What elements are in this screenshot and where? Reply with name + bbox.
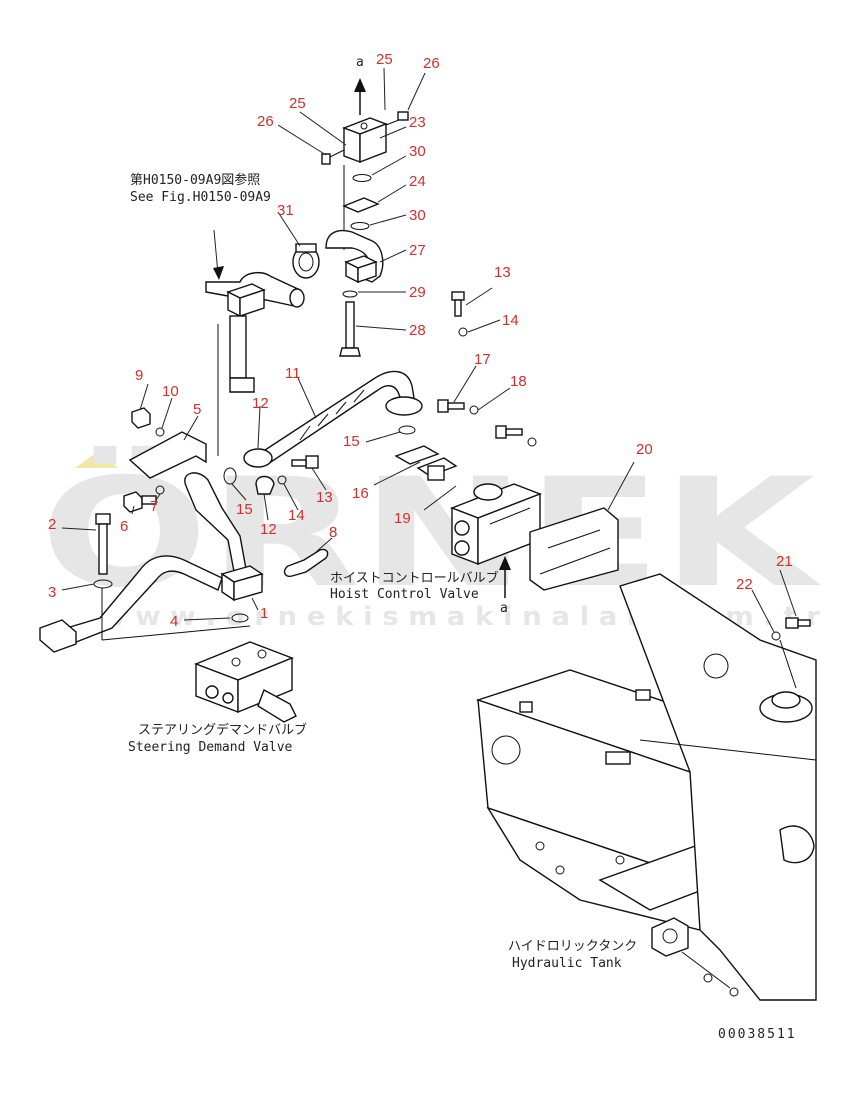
drawing-number: 00038511 xyxy=(718,1027,797,1042)
arrow-bottom: a xyxy=(499,556,511,616)
hoist-caption-en: Hoist Control Valve xyxy=(330,587,479,602)
nut-9 xyxy=(131,407,151,429)
part-number-25a: 25 xyxy=(376,51,393,68)
bolt-21 xyxy=(785,617,811,629)
part-number-27: 27 xyxy=(409,242,426,259)
long-pipe xyxy=(39,472,264,653)
part-number-12b: 12 xyxy=(260,521,277,538)
part-number-25b: 25 xyxy=(289,95,306,112)
bracket-20 xyxy=(529,507,619,591)
clamp-12-lower xyxy=(255,475,275,495)
washer-18 xyxy=(469,405,479,415)
arrow-top-label: a xyxy=(356,55,364,70)
bolt-13-lower xyxy=(291,455,319,469)
part-number-23: 23 xyxy=(409,114,426,131)
bracket-5 xyxy=(128,431,207,479)
frame xyxy=(475,573,817,1001)
o-ring-30a xyxy=(352,174,372,182)
steering-caption-jp: ステアリングデマンドバルブ xyxy=(138,722,307,738)
part-number-13b: 13 xyxy=(316,489,333,506)
arrow-bottom-label: a xyxy=(500,601,508,616)
clamp-31 xyxy=(292,243,320,279)
part-number-13a: 13 xyxy=(494,264,511,281)
part-number-17: 17 xyxy=(474,351,491,368)
part-number-26a: 26 xyxy=(423,55,440,72)
part-number-5: 5 xyxy=(193,401,201,418)
o-ring-30b xyxy=(350,222,370,230)
part-number-31: 31 xyxy=(277,202,294,219)
tank-caption-en: Hydraulic Tank xyxy=(512,956,622,971)
part-number-10: 10 xyxy=(162,383,179,400)
part-number-11: 11 xyxy=(285,365,301,382)
part-number-30a: 30 xyxy=(409,143,426,160)
part-number-29: 29 xyxy=(409,284,426,301)
pipe-8 xyxy=(283,548,329,578)
bolt-2 xyxy=(95,513,111,575)
bolt-13-upper xyxy=(451,291,465,317)
tank-caption-jp: ハイドロリックタンク xyxy=(508,939,637,954)
part-number-26b: 26 xyxy=(257,113,274,130)
washer-29 xyxy=(342,290,358,298)
bolt-17 xyxy=(437,399,465,413)
o-ring-4 xyxy=(231,613,249,623)
part-number-16: 16 xyxy=(352,485,369,502)
part-number-28: 28 xyxy=(409,322,426,339)
part-number-2: 2 xyxy=(48,516,56,533)
part-number-1: 1 xyxy=(260,605,268,622)
part-number-30b: 30 xyxy=(409,207,426,224)
part-number-14a: 14 xyxy=(502,312,519,329)
tee-pipe xyxy=(205,271,305,456)
bolt-6 xyxy=(123,491,157,513)
part-number-15b: 15 xyxy=(236,501,253,518)
part-number-6: 6 xyxy=(120,518,128,535)
part-number-3: 3 xyxy=(48,584,56,601)
part-number-9: 9 xyxy=(135,367,143,384)
o-ring-15-upper xyxy=(398,425,416,435)
washer-22 xyxy=(771,631,781,641)
steering-caption-en: Steering Demand Valve xyxy=(128,740,293,755)
washer-10 xyxy=(155,427,165,437)
hose-11 xyxy=(243,370,423,468)
fig-ref-jp: 第H0150-09A9図参照 xyxy=(130,172,260,188)
part-numbers: 25 26 25 26 23 30 24 30 31 27 29 28 13 1… xyxy=(48,51,793,630)
part-number-12a: 12 xyxy=(252,395,269,412)
top-block xyxy=(321,111,409,165)
part-number-4: 4 xyxy=(170,613,178,630)
part-number-22: 22 xyxy=(736,576,753,593)
part-number-24: 24 xyxy=(409,173,426,190)
part-number-15a: 15 xyxy=(343,433,360,450)
washer-14-upper xyxy=(458,327,468,337)
hoist-control-valve xyxy=(450,483,542,566)
part-number-20: 20 xyxy=(636,441,653,458)
hoist-caption-jp: ホイストコントロールバルブ xyxy=(330,570,499,586)
part-number-7: 7 xyxy=(150,498,158,515)
arrow-top: a xyxy=(354,55,366,115)
part-number-18: 18 xyxy=(510,373,527,390)
part-number-21: 21 xyxy=(776,553,793,570)
leader-lines xyxy=(61,67,797,633)
flange-24 xyxy=(342,197,380,213)
fig-ref-en: See Fig.H0150-09A9 xyxy=(130,190,271,205)
filler-cap xyxy=(651,917,689,957)
bolt-28 xyxy=(339,301,361,357)
bolt-right xyxy=(495,425,523,439)
flange-16 xyxy=(394,445,458,481)
washer-14-lower xyxy=(277,475,287,485)
part-number-14b: 14 xyxy=(288,507,305,524)
elbow-pipe-27 xyxy=(325,229,384,284)
part-number-19: 19 xyxy=(394,510,411,527)
o-ring-15-lower xyxy=(223,467,237,485)
steering-demand-valve xyxy=(194,641,297,723)
part-number-8: 8 xyxy=(329,524,337,541)
